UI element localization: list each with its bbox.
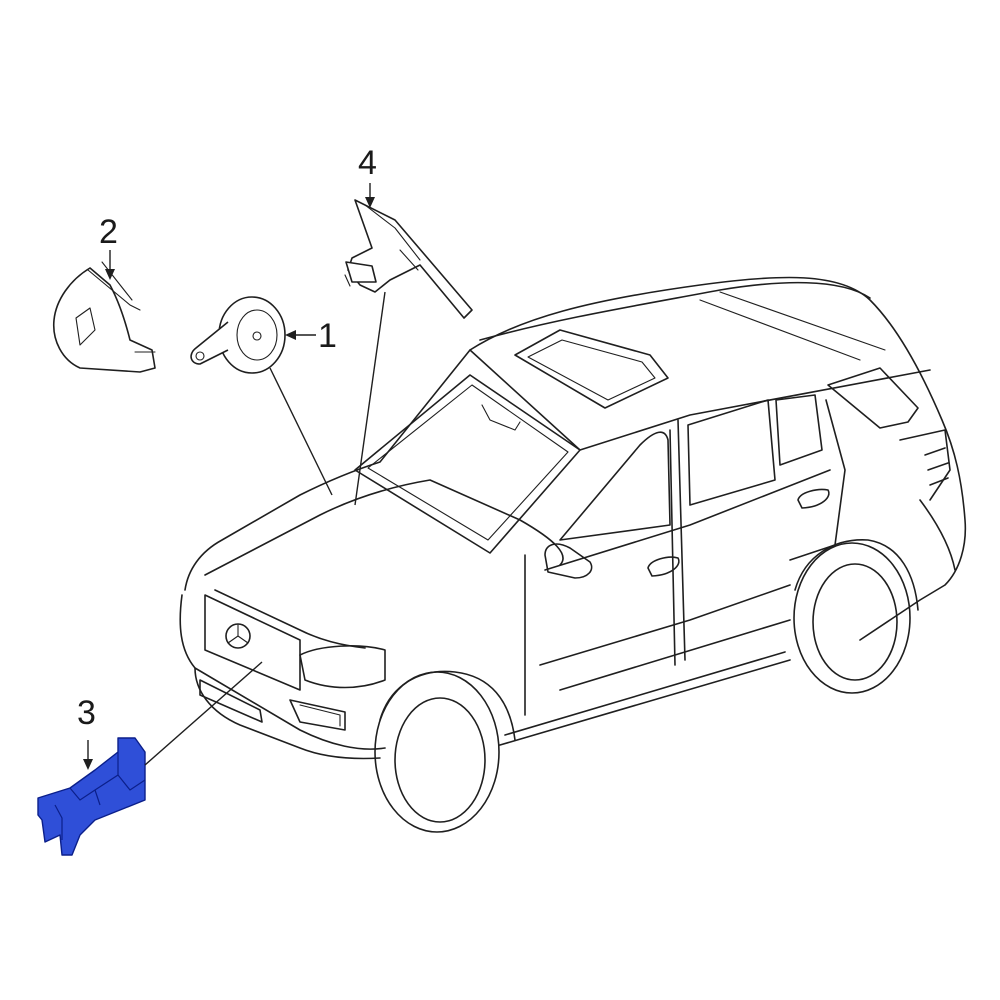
callout-arrows bbox=[83, 183, 375, 770]
callout-2: 2 bbox=[99, 213, 118, 251]
leader-lines bbox=[144, 291, 386, 766]
callout-3: 3 bbox=[77, 694, 96, 732]
callout-4: 4 bbox=[358, 144, 377, 182]
part-1-horn bbox=[190, 296, 286, 374]
part-2-horn-cover bbox=[53, 261, 156, 373]
leader-3 bbox=[144, 661, 263, 766]
part-4-bracket bbox=[344, 199, 473, 319]
leader-1 bbox=[269, 367, 333, 496]
arrow-1-head bbox=[285, 330, 296, 340]
callout-labels: 1 2 3 4 bbox=[77, 144, 377, 732]
arrow-3-head bbox=[83, 759, 93, 770]
callout-1: 1 bbox=[318, 317, 337, 355]
leader-4 bbox=[354, 291, 386, 506]
arrow-2-head bbox=[105, 269, 115, 280]
part-3-module-highlighted bbox=[37, 737, 146, 856]
arrow-4-head bbox=[365, 197, 375, 208]
vehicle-suv bbox=[179, 276, 967, 833]
